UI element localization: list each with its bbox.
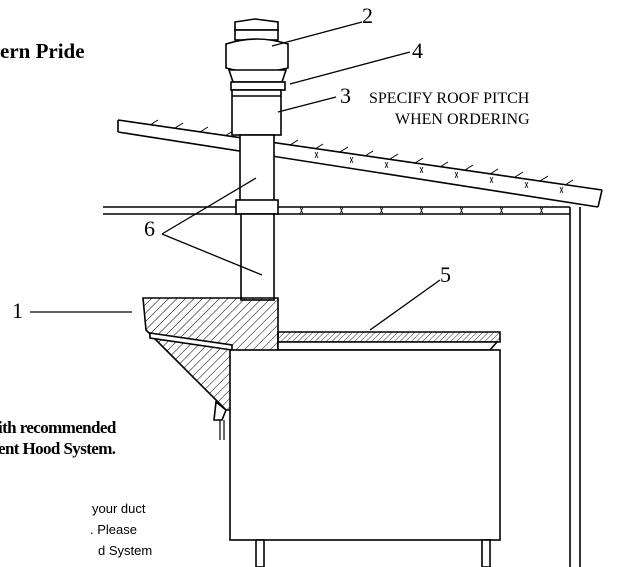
- cooking-appliance: [229, 331, 501, 567]
- appliance-body: [229, 349, 501, 541]
- body-text-line3: d System: [98, 543, 153, 558]
- roof-bottom-edge: [117, 131, 599, 208]
- caption-line2: ent Hood System.: [0, 439, 116, 458]
- hood-drip: [213, 400, 227, 421]
- callout-6: 6: [144, 216, 155, 241]
- leader-6b: [161, 233, 263, 276]
- roof-note-line1: SPECIFY ROOF PITCH: [369, 90, 530, 107]
- callout-3: 3: [340, 83, 351, 108]
- callout-4: 4: [412, 38, 423, 63]
- leader-5: [369, 279, 441, 331]
- leg-right: [481, 539, 491, 567]
- roof-shingles: [149, 119, 574, 186]
- leader-4: [289, 51, 411, 85]
- leg-left: [255, 539, 265, 567]
- callout-2: 2: [362, 3, 373, 28]
- roof-right-end: [597, 189, 603, 208]
- griddle-plate: [277, 331, 501, 343]
- leader-lines: [30, 21, 441, 331]
- callout-1: 1: [12, 298, 23, 323]
- roof: [117, 119, 603, 208]
- callout-5: 5: [440, 262, 451, 287]
- leader-6a: [161, 177, 257, 235]
- roof-curb: [231, 89, 282, 136]
- ceiling: [103, 206, 570, 215]
- leader-2: [271, 21, 363, 47]
- exhaust-duct: [235, 134, 279, 301]
- roof-fasteners: [314, 151, 564, 194]
- body-text-line2: . Please: [90, 522, 137, 537]
- body-text-line1: your duct: [92, 501, 146, 516]
- caption-line1: ith recommended: [0, 418, 116, 437]
- heading-fragment: ern Pride: [0, 39, 85, 63]
- leader-3: [277, 96, 337, 113]
- roof-top-edge: [117, 119, 603, 191]
- exhaust-fan: [225, 18, 289, 91]
- wall: [569, 207, 581, 567]
- roof-note-line2: WHEN ORDERING: [395, 111, 530, 128]
